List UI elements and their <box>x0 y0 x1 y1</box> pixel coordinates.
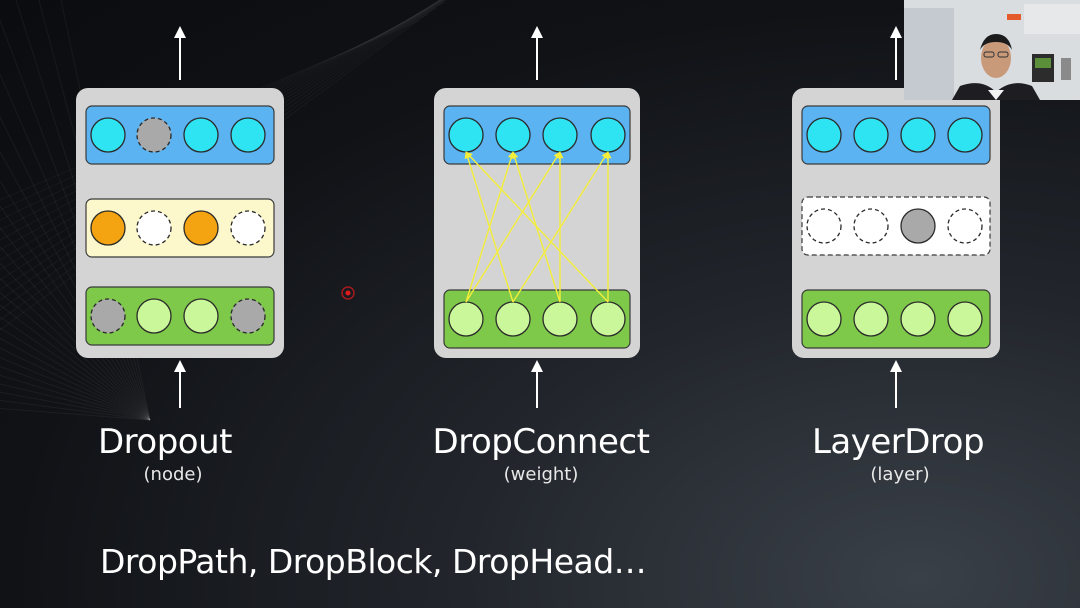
layerdrop-bottom-node <box>853 301 889 337</box>
background-line <box>0 383 151 421</box>
background-line <box>0 327 151 421</box>
background-line <box>0 347 151 421</box>
dropout-middle-node <box>90 210 126 246</box>
dropconnect-top-node <box>542 117 578 153</box>
dropconnect-panel <box>434 26 640 408</box>
layerdrop-middle-node <box>900 208 936 244</box>
background-line <box>0 399 151 421</box>
dropout-title: Dropout <box>98 422 232 462</box>
layerdrop-top-layer-box <box>801 105 991 165</box>
layerdrop-middle-layer-box <box>801 196 991 256</box>
background-line <box>0 366 151 421</box>
layerdrop-middle-node <box>947 208 983 244</box>
layerdrop-middle-node <box>806 208 842 244</box>
footer-caption: DropPath, DropBlock, DropHead… <box>100 542 647 581</box>
dropout-top-node <box>230 117 266 153</box>
background-line <box>0 407 151 421</box>
layerdrop-top-node <box>806 117 842 153</box>
background-line <box>0 304 151 421</box>
layerdrop-bottom-layer-box <box>801 289 991 349</box>
dropout-subtitle: (node) <box>143 464 203 485</box>
dropconnect-top-layer-box <box>443 105 631 165</box>
layerdrop-middle-node <box>853 208 889 244</box>
dropconnect-bottom-layer-box <box>443 289 631 349</box>
dropconnect-top-node <box>448 117 484 153</box>
dropout-middle-node <box>183 210 219 246</box>
layerdrop-bottom-node <box>806 301 842 337</box>
layerdrop-panel <box>792 26 1000 408</box>
dropconnect-bottom-node <box>448 301 484 337</box>
dropconnect-subtitle: (weight) <box>503 464 579 485</box>
dropconnect-weight-connection <box>464 151 514 303</box>
dropout-middle-node <box>230 210 266 246</box>
laser-pointer-ring <box>341 286 355 300</box>
laser-pointer-dot <box>345 290 351 296</box>
dropout-bottom-node <box>136 298 172 334</box>
dropconnect-bottom-node <box>542 301 578 337</box>
dropout-bottom-node <box>230 298 266 334</box>
background-line <box>0 337 151 421</box>
layerdrop-top-node <box>853 117 889 153</box>
presenter-webcam <box>904 0 1080 100</box>
dropconnect-bottom-node <box>590 301 626 337</box>
background-line <box>0 277 151 421</box>
presenter-video-image <box>904 0 1080 100</box>
dropconnect-top-node <box>590 117 626 153</box>
background-line <box>0 374 151 421</box>
dropconnect-weight-connection <box>465 151 561 303</box>
dropout-middle-node <box>136 210 172 246</box>
dropout-top-node <box>136 117 172 153</box>
layerdrop-top-node <box>947 117 983 153</box>
background-line <box>0 316 151 421</box>
dropout-top-node <box>183 117 219 153</box>
layerdrop-bottom-node <box>947 301 983 337</box>
layerdrop-subtitle: (layer) <box>870 464 930 485</box>
dropout-top-layer-box <box>85 105 275 165</box>
background-line <box>0 291 151 421</box>
dropout-bottom-node <box>90 298 126 334</box>
dropconnect-top-node <box>495 117 531 153</box>
background-line <box>0 391 151 421</box>
dropconnect-weight-connection <box>465 151 609 303</box>
layerdrop-title: LayerDrop <box>811 422 985 462</box>
layerdrop-bottom-node <box>900 301 936 337</box>
dropout-top-node <box>90 117 126 153</box>
dropout-panel <box>76 26 284 408</box>
dropconnect-title: DropConnect <box>432 422 650 462</box>
dropconnect-bottom-node <box>495 301 531 337</box>
background-line <box>0 357 151 421</box>
dropout-bottom-layer-box <box>85 286 275 346</box>
dropout-middle-layer-box <box>85 198 275 258</box>
dropout-bottom-node <box>183 298 219 334</box>
layerdrop-top-node <box>900 117 936 153</box>
